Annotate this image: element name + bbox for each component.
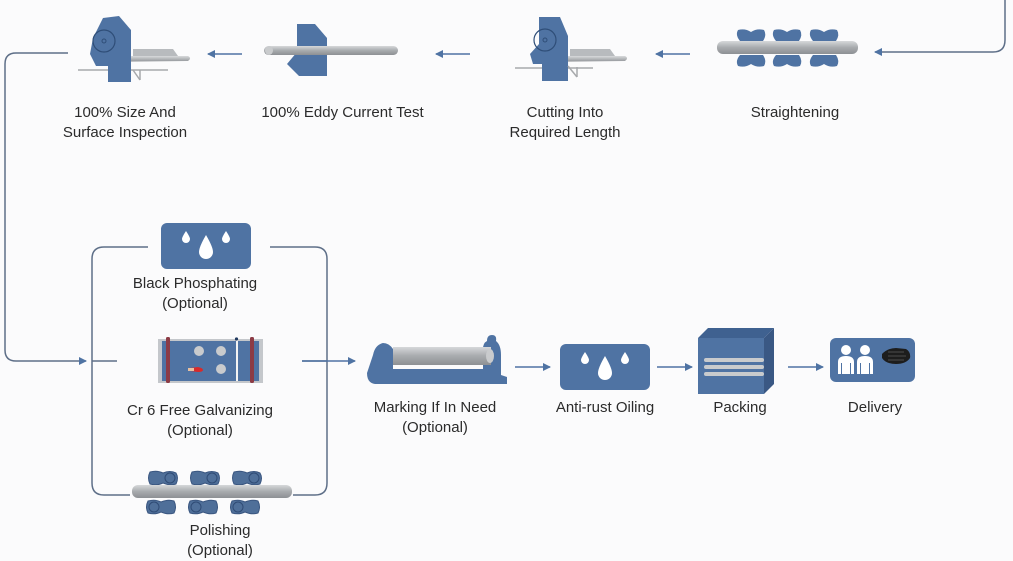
- label-line-2: Required Length: [509, 124, 621, 141]
- marking-machine-icon: [367, 335, 507, 384]
- inspection-machine-icon: [78, 16, 190, 82]
- eddy-current-tester-icon: [264, 24, 398, 76]
- step-label-eddy: 100% Eddy Current Test: [261, 104, 424, 121]
- package-box-icon: [698, 328, 774, 394]
- polishing-rollers-icon: [132, 470, 292, 515]
- label-line-1: Cr 6 Free Galvanizing: [127, 402, 273, 419]
- step-label-straightening: Straightening: [750, 104, 840, 121]
- step-label-galvanizing: Cr 6 Free Galvanizing (Optional): [100, 401, 300, 441]
- label-line-2: (Optional): [167, 422, 233, 439]
- label-line-2: (Optional): [187, 542, 253, 559]
- step-label-inspection: 100% Size And Surface Inspection: [45, 103, 205, 143]
- straightening-rollers-icon: [717, 29, 858, 67]
- connector-inspection-to-treatments: [4, 52, 87, 365]
- water-drops-icon: [161, 223, 251, 269]
- treatments-bracket-right: [270, 246, 328, 496]
- people-truck-icon: [830, 338, 915, 382]
- step-label-black-phosphating: Black Phosphating (Optional): [105, 274, 285, 314]
- step-label-packing: Packing: [713, 399, 767, 416]
- oil-drops-icon: [560, 344, 650, 390]
- label-line-1: Black Phosphating: [132, 275, 258, 292]
- label-line-2: (Optional): [162, 295, 228, 312]
- step-label-oiling: Anti-rust Oiling: [555, 399, 655, 416]
- step-label-polishing: Polishing (Optional): [140, 521, 300, 561]
- label-line-2: (Optional): [402, 419, 468, 436]
- galvanizing-tank-icon: [158, 337, 263, 383]
- treatments-bracket-left: [91, 246, 148, 496]
- step-label-delivery: Delivery: [847, 399, 903, 416]
- step-label-marking: Marking If In Need (Optional): [350, 398, 520, 438]
- label-line-1: Polishing: [189, 522, 251, 539]
- label-line-2: Surface Inspection: [62, 124, 188, 141]
- cutting-machine-icon: [515, 17, 627, 81]
- connector-input: [874, 0, 1006, 56]
- label-line-1: Cutting Into: [526, 104, 604, 121]
- label-line-1: 100% Size And: [74, 104, 176, 121]
- step-label-cutting: Cutting Into Required Length: [495, 103, 635, 143]
- label-line-1: Marking If In Need: [373, 399, 497, 416]
